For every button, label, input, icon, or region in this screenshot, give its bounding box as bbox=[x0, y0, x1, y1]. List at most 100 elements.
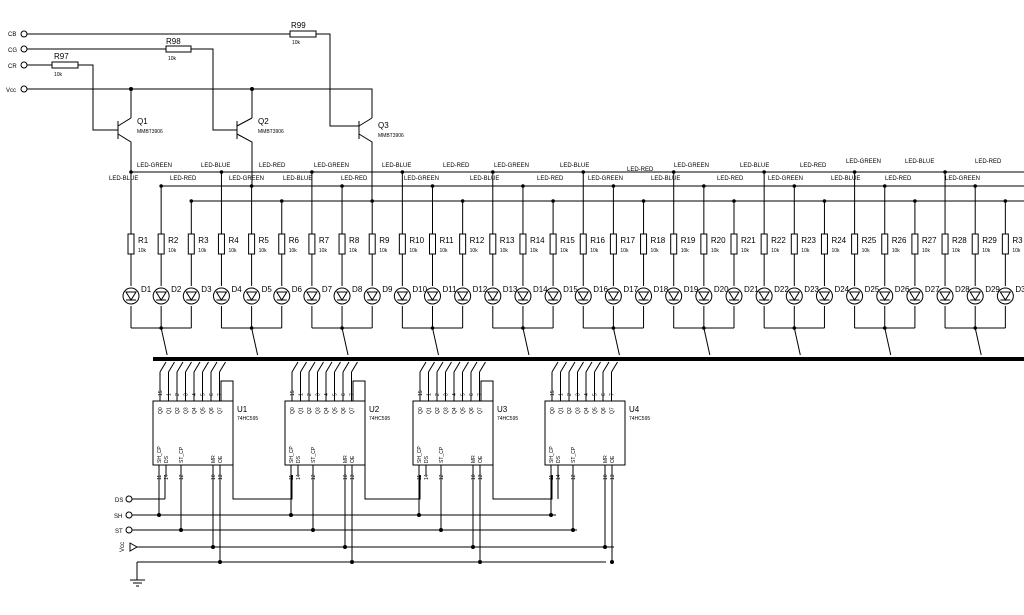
chip-pin-label: ST_CP bbox=[179, 446, 185, 463]
chip-u1: U174HC595Q015Q11Q22Q33Q44Q55Q66Q77SH_CP1… bbox=[152, 361, 293, 564]
input-terminal-cb[interactable] bbox=[20, 30, 28, 38]
resistor bbox=[881, 233, 889, 255]
chip-pin-number: 10 bbox=[343, 474, 349, 480]
resistor-r97 bbox=[51, 61, 79, 69]
resistor-label: R3 bbox=[1012, 236, 1023, 245]
input-terminal-cg[interactable] bbox=[20, 45, 28, 53]
input-label-cb: CB bbox=[8, 32, 16, 38]
chip-pin-number: 13 bbox=[610, 474, 616, 480]
rail-label: LED-GREEN bbox=[846, 159, 881, 165]
chip-pin-label: Q2 bbox=[175, 407, 181, 414]
chip-pin-label: Q1 bbox=[167, 407, 173, 414]
transistor-q3: Q3 MMBT3906 bbox=[358, 117, 404, 165]
chip-pin-label: Q5 bbox=[461, 407, 467, 414]
resistor-value: 10k bbox=[620, 248, 629, 254]
chip-pin-number: 11 bbox=[549, 475, 555, 480]
chip-pin-number: 6 bbox=[469, 393, 475, 396]
chip-pin-number: 15 bbox=[158, 390, 164, 396]
chip-part: 74HC595 bbox=[369, 416, 390, 422]
resistor bbox=[760, 233, 768, 255]
resistor-value: 10k bbox=[771, 248, 780, 254]
chip-pin-label: SH_CP bbox=[157, 446, 163, 463]
resistor-r98 bbox=[165, 45, 192, 53]
chip-pin-label: Q6 bbox=[209, 407, 215, 414]
rail-label: LED-RED bbox=[259, 163, 286, 169]
chip-pin-label: OE bbox=[218, 455, 224, 463]
resistor-label: R6 bbox=[289, 236, 300, 245]
chip-pin-label: OE bbox=[350, 455, 356, 463]
svg-text:MMBT3906: MMBT3906 bbox=[378, 133, 404, 139]
chip-pin-number: 11 bbox=[157, 475, 163, 480]
rail-label: LED-GREEN bbox=[768, 176, 803, 182]
input-terminal-vcc[interactable] bbox=[20, 85, 28, 93]
resistor-label-r98: R98 bbox=[166, 37, 181, 46]
resistor-value: 10k bbox=[319, 248, 328, 254]
resistor-value: 10k bbox=[952, 248, 961, 254]
resistor-label-r97: R97 bbox=[54, 52, 69, 61]
control-label-ds: DS bbox=[115, 498, 123, 504]
chip-pin-number: 4 bbox=[324, 393, 330, 396]
resistor-value: 10k bbox=[168, 248, 177, 254]
chip-pin-label: ST_CP bbox=[311, 446, 317, 463]
chip-pin-label: DS bbox=[424, 455, 430, 463]
control-terminal-ds[interactable] bbox=[125, 495, 133, 503]
resistor-value-r98: 10k bbox=[168, 56, 177, 62]
chip-pin-number: 10 bbox=[603, 474, 609, 480]
input-terminal-cr[interactable] bbox=[20, 61, 28, 69]
chip-pin-number: 12 bbox=[571, 474, 577, 480]
diode-label: D12 bbox=[473, 285, 488, 294]
diode-label: D18 bbox=[654, 285, 669, 294]
chip-pin-label: Q7 bbox=[610, 407, 616, 414]
diode-label: D20 bbox=[714, 285, 729, 294]
resistor-label: R16 bbox=[590, 236, 605, 245]
resistor-label: R25 bbox=[862, 236, 877, 245]
diode-label: D3 bbox=[201, 285, 212, 294]
control-terminal-st[interactable] bbox=[125, 526, 133, 534]
resistor-value: 10k bbox=[831, 248, 840, 254]
led-diode bbox=[695, 287, 713, 305]
chip-pin-label: Q2 bbox=[435, 407, 441, 414]
resistor-value: 10k bbox=[651, 248, 660, 254]
chip-pin-label: Q4 bbox=[324, 407, 330, 414]
chip-pin-label: Q0 bbox=[418, 407, 424, 414]
resistor bbox=[429, 233, 436, 255]
resistor-label: R10 bbox=[409, 236, 424, 245]
chip-pin-label: Q1 bbox=[299, 407, 305, 414]
control-terminal-sh[interactable] bbox=[125, 511, 133, 519]
rail-label: LED-GREEN bbox=[229, 176, 264, 182]
diode-label: D25 bbox=[865, 285, 880, 294]
led-diode bbox=[303, 287, 321, 305]
svg-text:Q2: Q2 bbox=[258, 117, 269, 126]
rail-label: LED-GREEN bbox=[314, 163, 349, 169]
led-diode bbox=[393, 287, 411, 305]
rail-label: LED-RED bbox=[627, 167, 654, 173]
transistor-q1: Q1 MMBT3906 bbox=[117, 117, 163, 165]
chip-pin-label: Q3 bbox=[316, 407, 322, 414]
resistor bbox=[127, 233, 135, 255]
resistor-value: 10k bbox=[530, 248, 539, 254]
chip-pin-number: 14 bbox=[556, 474, 562, 480]
resistor-label: R4 bbox=[228, 236, 239, 245]
diode-label: D13 bbox=[503, 285, 518, 294]
rail-label: LED-RED bbox=[341, 176, 368, 182]
led-diode bbox=[544, 287, 562, 305]
input-label-vcc: Vcc bbox=[6, 88, 16, 94]
rail-label: LED-BLUE bbox=[201, 163, 230, 169]
resistor bbox=[911, 233, 919, 255]
chip-pin-number: 3 bbox=[184, 393, 190, 396]
led-diode bbox=[665, 287, 683, 305]
resistor bbox=[790, 233, 798, 255]
chip-pin-number: 6 bbox=[341, 393, 347, 396]
resistor bbox=[217, 233, 225, 255]
resistor-value: 10k bbox=[711, 248, 720, 254]
diode-label: D27 bbox=[925, 285, 940, 294]
chip-pin-label: DS bbox=[296, 455, 302, 463]
resistor-label: R17 bbox=[620, 236, 635, 245]
led-diode bbox=[635, 287, 653, 305]
chip-pin-number: 13 bbox=[218, 474, 224, 480]
chip-ref: U4 bbox=[629, 405, 640, 414]
chip-pin-number: 6 bbox=[601, 393, 607, 396]
chip-pin-label: Q7 bbox=[350, 407, 356, 414]
